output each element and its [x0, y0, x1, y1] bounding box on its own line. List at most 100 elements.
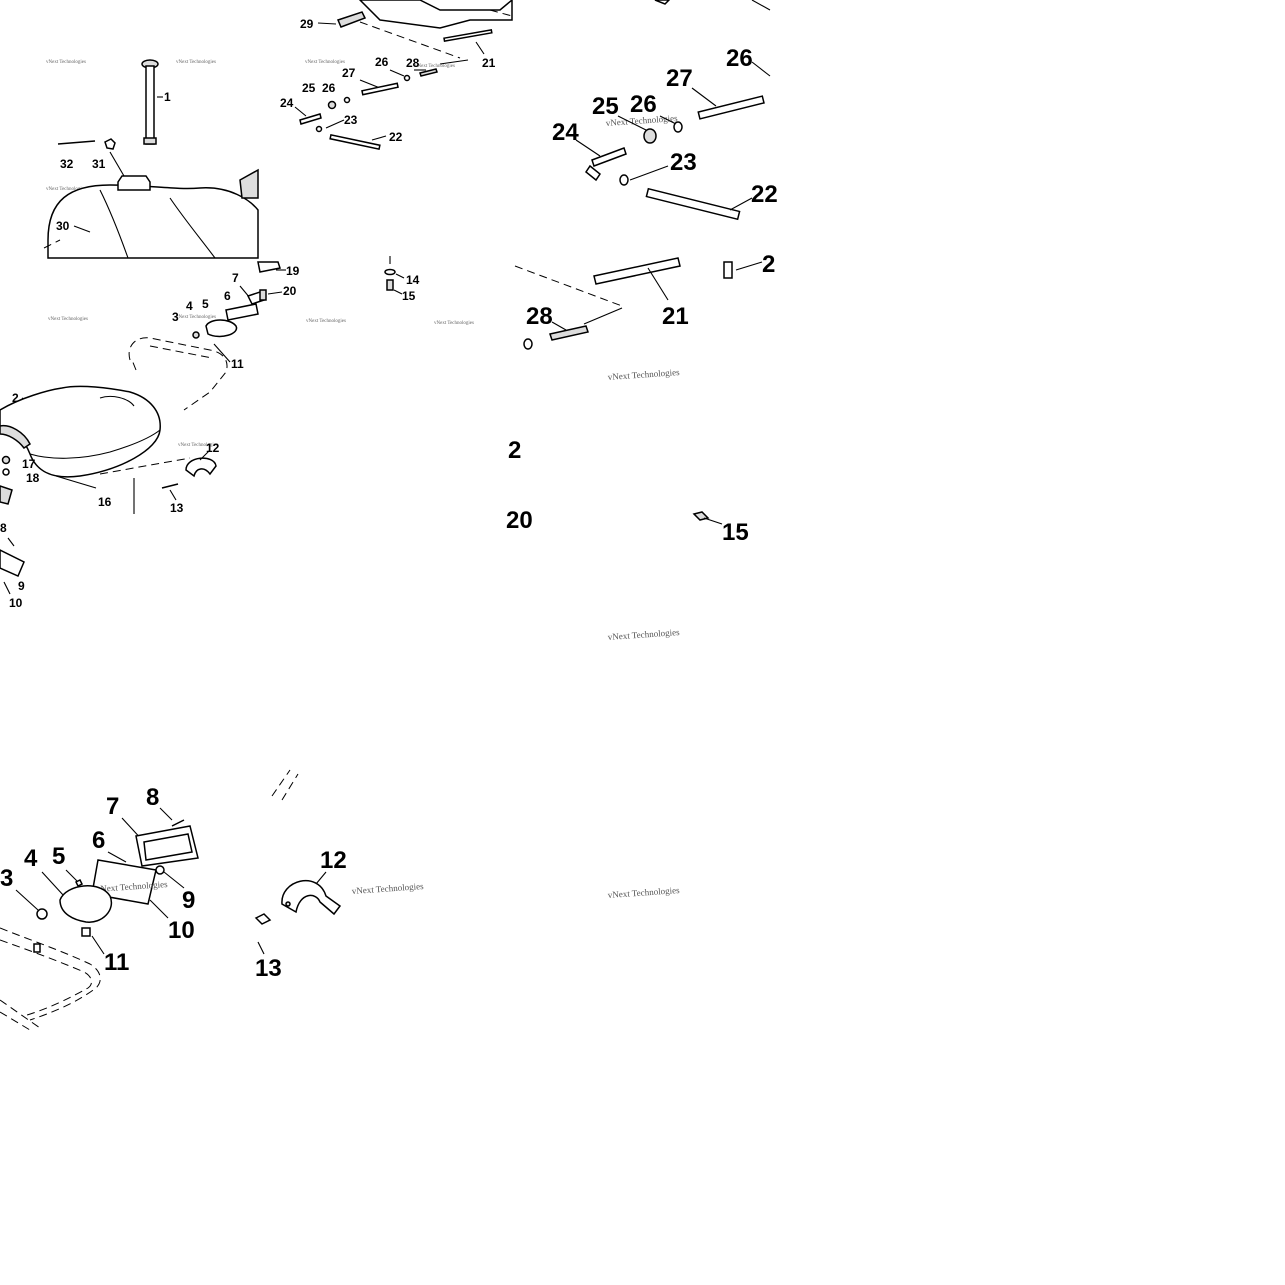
- watermark: vNext Technologies: [607, 885, 680, 900]
- leader-line: [41, 871, 65, 897]
- watermark: vNext Technologies: [351, 881, 424, 896]
- leader-line: [629, 165, 669, 181]
- part-12-hole: [285, 901, 291, 907]
- leader-line: [315, 871, 327, 885]
- part-14: [384, 268, 396, 276]
- label-15: 15: [402, 289, 416, 303]
- label-20: 20: [283, 284, 297, 298]
- label-7: 7: [106, 793, 119, 820]
- part-26: [343, 96, 351, 104]
- tile-top-middle: vNext Technologies vNext Technologies 29…: [280, 0, 513, 151]
- part-9: [155, 865, 165, 875]
- leader-line: [359, 79, 381, 89]
- label-11: 11: [104, 949, 129, 976]
- label-3: 3: [0, 865, 13, 892]
- label-26: 26: [630, 91, 657, 118]
- leader-line: [15, 889, 39, 911]
- label-18: 18: [26, 471, 40, 485]
- label-7: 7: [232, 271, 239, 285]
- leader-line: [169, 489, 177, 501]
- part-25: [327, 100, 337, 110]
- watermark: vNext Technologies: [178, 443, 218, 448]
- leader-line: [583, 307, 623, 325]
- part-28: [419, 68, 438, 77]
- label-19: 19: [286, 264, 300, 278]
- dashed-line: [271, 769, 299, 801]
- seat: [0, 385, 161, 478]
- part-29: [336, 11, 367, 28]
- part-26: [673, 121, 683, 133]
- label-1: 1: [164, 90, 171, 104]
- label-10: 10: [168, 917, 195, 944]
- leader-line: [751, 0, 771, 11]
- leader-line: [575, 139, 601, 157]
- label-26: 26: [726, 45, 753, 72]
- leader-line: [729, 197, 753, 211]
- label-8: 8: [146, 784, 159, 811]
- part-23: [619, 174, 629, 186]
- label-5: 5: [202, 297, 209, 311]
- label-2x: 2: [762, 251, 775, 278]
- label-25: 25: [592, 93, 619, 120]
- part-7: [0, 549, 25, 577]
- tile-top-right: 26 27 25 26 vNext Technologies 24 23 22 …: [514, 0, 778, 382]
- part-19: [257, 261, 281, 273]
- part-7-inner: [143, 833, 193, 861]
- dashed-line: [43, 239, 61, 249]
- part-28: [549, 325, 589, 341]
- watermark: vNext Technologies: [306, 319, 346, 324]
- label-2: 2: [12, 391, 19, 405]
- leader-line: [647, 267, 669, 301]
- label-27: 27: [666, 65, 693, 92]
- label-31: 31: [92, 157, 106, 171]
- watermark: vNext Technologies: [434, 321, 474, 326]
- tile-bottom-right: vNext Technologies: [607, 885, 680, 900]
- dashed-line: [514, 265, 623, 307]
- label-11: 11: [231, 357, 244, 371]
- label-13: 13: [255, 955, 282, 982]
- leader-line: [294, 106, 307, 117]
- label-8: 8: [0, 521, 7, 535]
- bumper-outline: [0, 927, 101, 1021]
- watermark: vNext Technologies: [48, 317, 88, 322]
- label-28: 28: [406, 56, 420, 70]
- leader-line: [703, 517, 723, 525]
- leader-line: [7, 537, 15, 547]
- leader-line: [55, 475, 97, 489]
- label-3: 3: [172, 310, 179, 324]
- leader-line: [551, 321, 567, 331]
- leader-line: [659, 115, 677, 125]
- leader-line: [159, 807, 173, 821]
- leader-line: [257, 941, 265, 955]
- leader-line: [109, 151, 125, 177]
- leader-line: [213, 343, 231, 363]
- leader-line: [163, 871, 185, 889]
- bumper-outline: [0, 939, 92, 1017]
- label-12: 12: [206, 441, 220, 455]
- tile-middle-right: 2 20 15 vNext Technologies: [506, 437, 749, 642]
- leader-line: [267, 291, 283, 295]
- part-27: [697, 95, 765, 120]
- part-3: [192, 331, 200, 339]
- leader-line: [107, 851, 127, 863]
- label-9: 9: [182, 887, 195, 914]
- leader-line: [91, 935, 105, 955]
- leader-line: [389, 69, 405, 77]
- label-26: 26: [375, 55, 389, 69]
- leader-line: [439, 59, 469, 65]
- leader-line: [317, 22, 337, 25]
- fuel-gauge-sender: [141, 59, 159, 145]
- part-5: [74, 878, 84, 888]
- leader-line: [617, 115, 647, 131]
- vent-tube: [57, 138, 116, 150]
- label-32: 32: [60, 157, 74, 171]
- part-25: [643, 128, 657, 144]
- leader-line: [149, 899, 169, 919]
- label-14: 14: [406, 273, 420, 287]
- part-fragment: [33, 943, 41, 953]
- leader-line: [73, 225, 91, 233]
- part-3: [36, 908, 48, 920]
- leader-line: [199, 449, 211, 461]
- bolt-icon: [723, 261, 733, 279]
- part-fragment: [654, 0, 671, 5]
